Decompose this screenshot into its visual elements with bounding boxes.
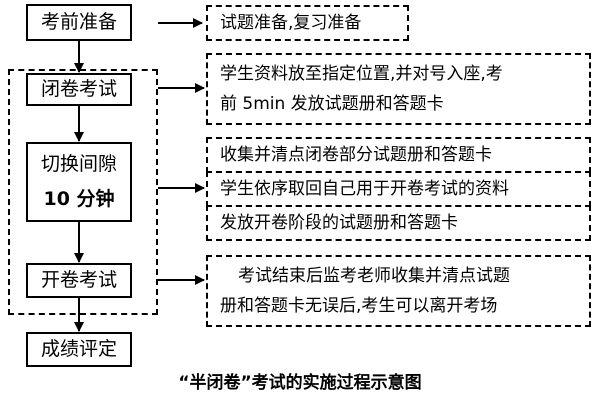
note-prep: 试题准备,复习准备: [206, 5, 409, 41]
step-switch-gap: 切换间隙 10 分钟: [26, 142, 132, 222]
step-prep-label: 考前准备: [40, 11, 117, 33]
note-closed-line2: 前 5min 发放试题册和答题卡: [220, 94, 444, 114]
note-switch-3: 发放开卷阶段的试题册和答题卡: [206, 205, 591, 241]
note-closed-line1: 学生资料放至指定位置,并对号入座,考: [220, 64, 503, 84]
step-closed-exam: 闭卷考试: [26, 73, 132, 106]
note-switch-2: 学生依序取回自己用于开卷考试的资料: [206, 171, 591, 207]
note-open-line1: 考试结束后监考老师收集并清点试题: [238, 266, 510, 286]
step-closed-exam-label: 闭卷考试: [40, 78, 117, 100]
note-switch-1: 收集并清点闭卷部分试题册和答题卡: [206, 137, 591, 173]
note-switch-line1: 收集并清点闭卷部分试题册和答题卡: [220, 145, 492, 165]
step-open-exam-label: 开卷考试: [40, 269, 117, 291]
half-closed-exam-group: [8, 69, 158, 315]
note-open-line2: 册和答题卡无误后,考生可以离开考场: [220, 296, 498, 316]
note-prep-text: 试题准备,复习准备: [220, 13, 362, 33]
note-switch-line3: 发放开卷阶段的试题册和答题卡: [220, 213, 458, 233]
note-switch-line2: 学生依序取回自己用于开卷考试的资料: [220, 179, 509, 199]
note-open-exam: 考试结束后监考老师收集并清点试题 册和答题卡无误后,考生可以离开考场: [206, 255, 591, 327]
step-prep: 考前准备: [26, 4, 132, 41]
note-closed-exam: 学生资料放至指定位置,并对号入座,考 前 5min 发放试题册和答题卡: [206, 53, 591, 125]
step-open-exam: 开卷考试: [26, 263, 132, 298]
step-result-label: 成绩评定: [40, 338, 117, 360]
step-switch-gap-line2: 10 分钟: [43, 188, 115, 210]
step-result: 成绩评定: [26, 332, 132, 367]
step-switch-gap-line1: 切换间隙: [40, 153, 117, 175]
figure-caption: “半闭卷”考试的实施过程示意图: [178, 373, 422, 393]
